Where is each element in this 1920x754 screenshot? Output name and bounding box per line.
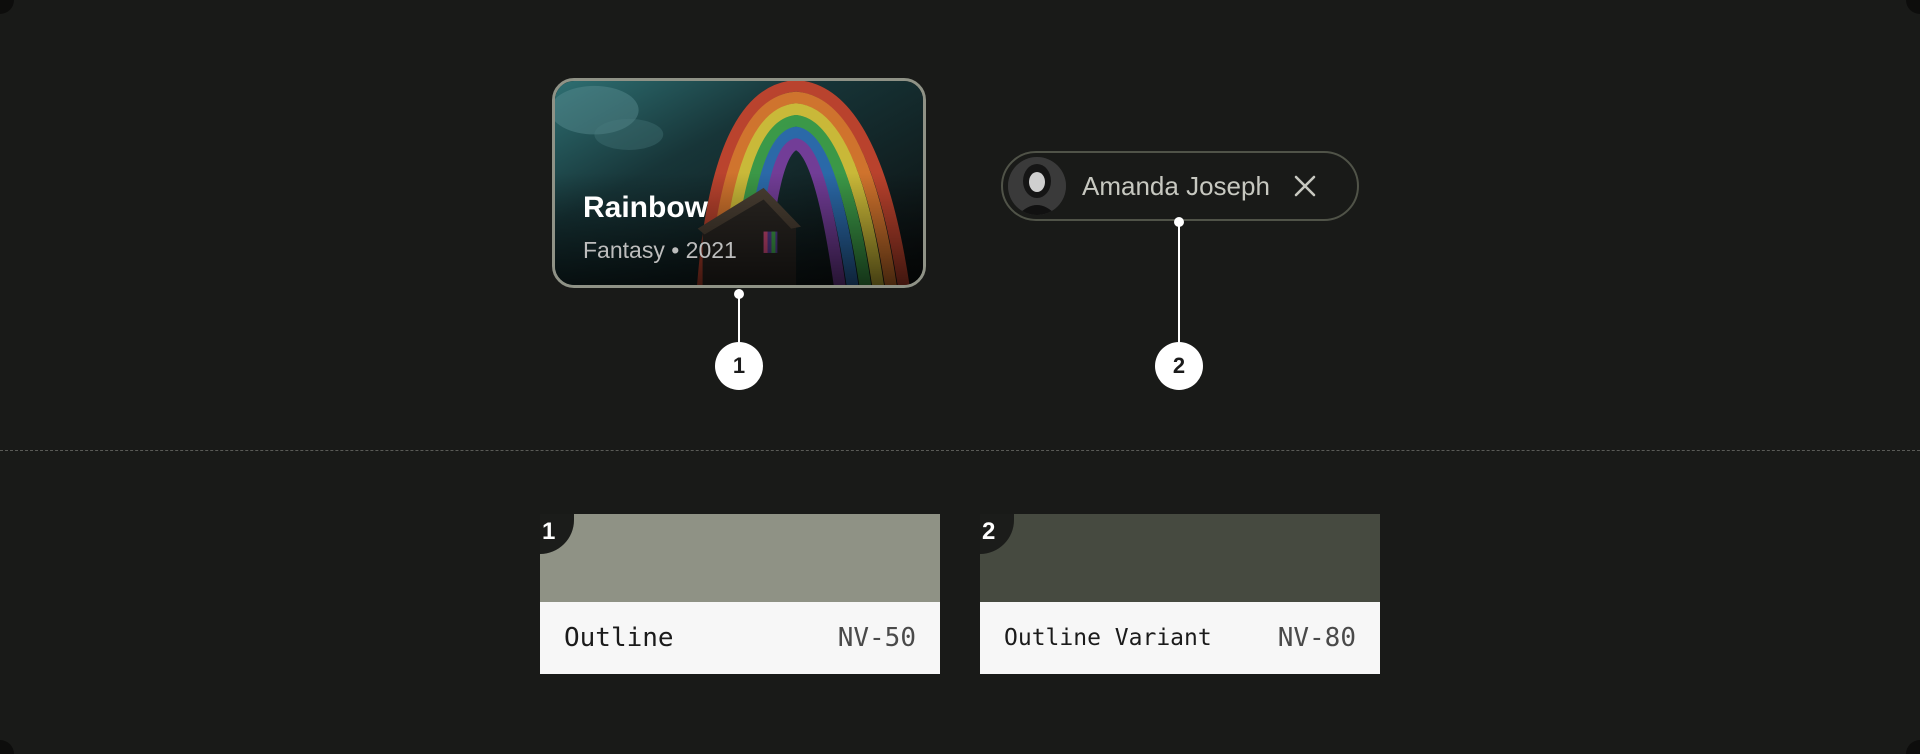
color-swatch-outline-variant: 2 Outline Variant NV-80: [980, 514, 1380, 674]
avatar: [1008, 157, 1066, 215]
swatch-info: Outline NV-50: [540, 602, 940, 674]
callout-leader-line: [1178, 221, 1180, 349]
card-title: Rainbow: [583, 191, 708, 224]
callout-badge-1: 1: [715, 342, 763, 390]
input-chip[interactable]: Amanda Joseph: [1001, 151, 1359, 221]
card-subtitle: Fantasy • 2021: [583, 237, 737, 263]
color-swatch-outline: 1 Outline NV-50: [540, 514, 940, 674]
swatch-color: [540, 514, 940, 602]
frame-corner: [0, 740, 14, 754]
swatch-code: NV-50: [837, 623, 916, 653]
callout-leader-line: [738, 293, 740, 349]
frame-corner: [1906, 740, 1920, 754]
swatch-color: [980, 514, 1380, 602]
frame-corner: [1906, 0, 1920, 14]
outlined-media-card[interactable]: Rainbow Fantasy • 2021: [552, 78, 926, 288]
swatch-name: Outline: [564, 623, 674, 653]
swatch-code: NV-80: [1277, 623, 1356, 653]
close-icon[interactable]: [1292, 173, 1318, 199]
rainbow-image: [555, 81, 923, 285]
chip-label: Amanda Joseph: [1082, 170, 1270, 201]
avatar-portrait-icon: [1008, 157, 1066, 215]
callout-badge-2: 2: [1155, 342, 1203, 390]
swatch-number: 1: [540, 514, 574, 554]
frame-corner: [0, 0, 14, 14]
section-divider: [0, 450, 1920, 451]
swatch-name: Outline Variant: [1004, 625, 1212, 651]
swatch-info: Outline Variant NV-80: [980, 602, 1380, 674]
